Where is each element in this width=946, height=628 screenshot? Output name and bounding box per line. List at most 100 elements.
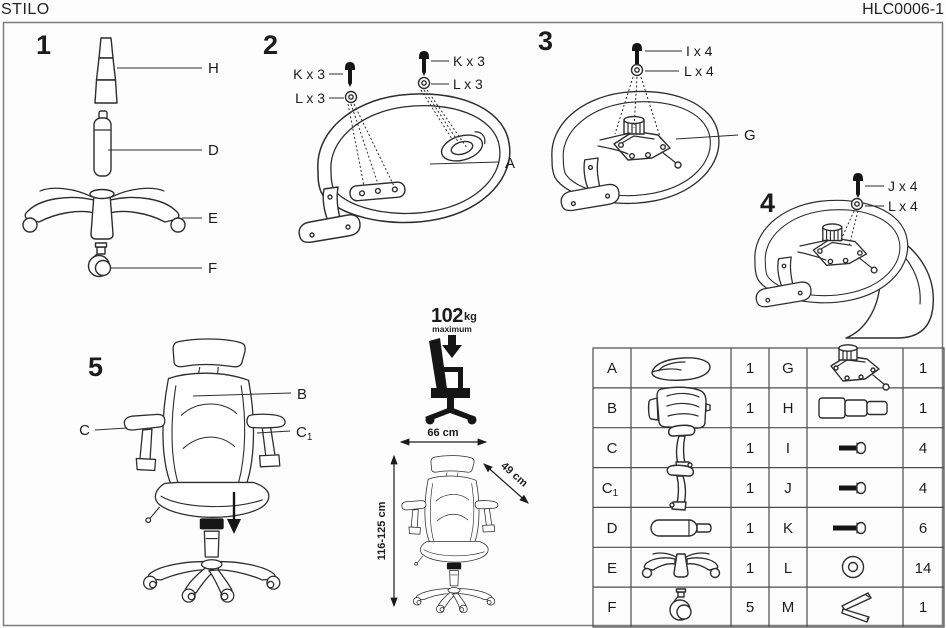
washer-L-icon	[630, 63, 644, 77]
part-qty: 4	[919, 440, 927, 457]
part-letter: M	[782, 599, 795, 616]
armrest-icon	[667, 424, 696, 471]
part-qty: 1	[746, 360, 754, 377]
part-letter: I	[786, 440, 790, 457]
weight-note: maximum	[432, 324, 472, 334]
step-3: 3 I x 4 L x 4 G	[538, 26, 756, 212]
washer-icon	[841, 555, 865, 579]
assembled-chair	[123, 338, 286, 603]
table-row: F 5 M 1	[607, 588, 927, 623]
washer-L-left-icon	[344, 90, 358, 104]
washer-L-icon	[850, 197, 864, 211]
step-4: 4 J x 4 L x 4	[754, 173, 934, 339]
label-Lx4: L x 4	[684, 63, 714, 79]
telescopic-cover-icon	[818, 397, 888, 419]
weight-limit-figure: 102 kg maximum	[425, 305, 477, 425]
part-qty: 1	[919, 599, 927, 616]
table-row: E 1 L 14	[607, 552, 931, 579]
part-letter: A	[607, 360, 617, 377]
part-qty: 1	[746, 480, 754, 497]
bolt-short-icon	[838, 441, 867, 455]
gas-lift-cup	[440, 131, 486, 162]
sheet-border	[2, 21, 944, 627]
part-letter: J	[784, 480, 792, 497]
part-letter: E	[607, 560, 617, 577]
doc-code: HLC0006-1	[862, 1, 944, 18]
washer-L-right-icon	[417, 76, 431, 90]
part-qty: 1	[919, 400, 927, 417]
part-qty: 1	[746, 560, 754, 577]
screw-K-left-icon	[345, 62, 355, 87]
label-D: D	[208, 142, 219, 159]
label-Lx3-right: L x 3	[453, 76, 483, 92]
step-2: 2 K x 3 L x 3	[263, 30, 515, 243]
label-Kx3-right: K x 3	[453, 53, 485, 69]
five-star-base-part	[22, 187, 186, 240]
step-5: 5 B C C1	[79, 338, 313, 603]
part-letter: L	[784, 560, 792, 577]
sheet-header: STILO HLC0006-1	[0, 0, 946, 22]
allen-key-icon	[841, 592, 872, 623]
depth-dimension: 49 cm	[498, 460, 530, 490]
label-H: H	[208, 60, 219, 77]
part-letter: F	[607, 599, 616, 616]
part-letter: B	[607, 400, 617, 417]
bolt-long-icon	[832, 521, 867, 535]
chair-pictogram	[425, 338, 477, 425]
down-arrow-icon	[442, 335, 462, 358]
part-qty: 1	[919, 360, 927, 377]
table-row: C 1 I 4	[607, 424, 927, 471]
table-row: C1 1 J 4	[602, 464, 927, 511]
gas-lift-icon	[650, 519, 712, 537]
label-E: E	[208, 210, 218, 227]
part-letter: C	[607, 440, 618, 457]
label-C1: C1	[296, 424, 313, 443]
step-2-number: 2	[263, 30, 278, 60]
width-dimension: 66 cm	[427, 427, 458, 439]
mounting-plate	[349, 181, 406, 202]
doc-title: STILO	[1, 1, 50, 18]
label-A: A	[505, 155, 515, 172]
label-Ix4: I x 4	[686, 43, 713, 59]
step-5-number: 5	[88, 352, 103, 382]
table-row: D 1 K 6	[607, 519, 927, 537]
height-dimension: 116-125 cm	[376, 501, 388, 560]
seat-icon	[651, 357, 711, 381]
table-row: A 1 G 1	[607, 344, 927, 391]
down-arrow-icon	[227, 492, 241, 534]
weight-value: 102	[431, 305, 463, 327]
table-row: B 1 H 1	[607, 386, 927, 429]
step-1: 1 H D	[22, 30, 219, 278]
screw-K-right-icon	[419, 51, 429, 76]
step-1-number: 1	[36, 30, 51, 60]
dimension-chair	[401, 455, 499, 614]
label-C: C	[79, 422, 90, 439]
label-Lx4: L x 4	[888, 198, 918, 214]
label-Kx3-left: K x 3	[293, 66, 325, 82]
bolt-medium-icon	[838, 481, 867, 495]
tilt-mechanism-icon	[830, 344, 890, 391]
weight-unit: kg	[464, 311, 477, 323]
parts-table: A 1 G 1 B 1 H 1 C 1 I	[592, 344, 945, 628]
part-qty: 1	[746, 440, 754, 457]
part-qty: 1	[746, 520, 754, 537]
part-qty: 1	[746, 400, 754, 417]
label-B: B	[297, 386, 307, 403]
part-qty: 5	[746, 599, 754, 616]
five-star-base-icon	[641, 552, 721, 579]
part-letter: K	[783, 520, 793, 537]
armrest-mirrored-icon	[666, 464, 695, 511]
step-4-number: 4	[760, 188, 775, 218]
part-qty: 6	[919, 520, 927, 537]
part-letter: G	[782, 360, 794, 377]
caster-part	[87, 242, 112, 278]
part-qty: 4	[919, 480, 927, 497]
label-Lx3-left: L x 3	[295, 90, 325, 106]
step-3-number: 3	[538, 26, 553, 56]
caster-icon	[669, 588, 692, 621]
screw-J-icon	[853, 173, 863, 198]
backrest-icon	[647, 386, 711, 429]
label-F: F	[208, 260, 217, 277]
